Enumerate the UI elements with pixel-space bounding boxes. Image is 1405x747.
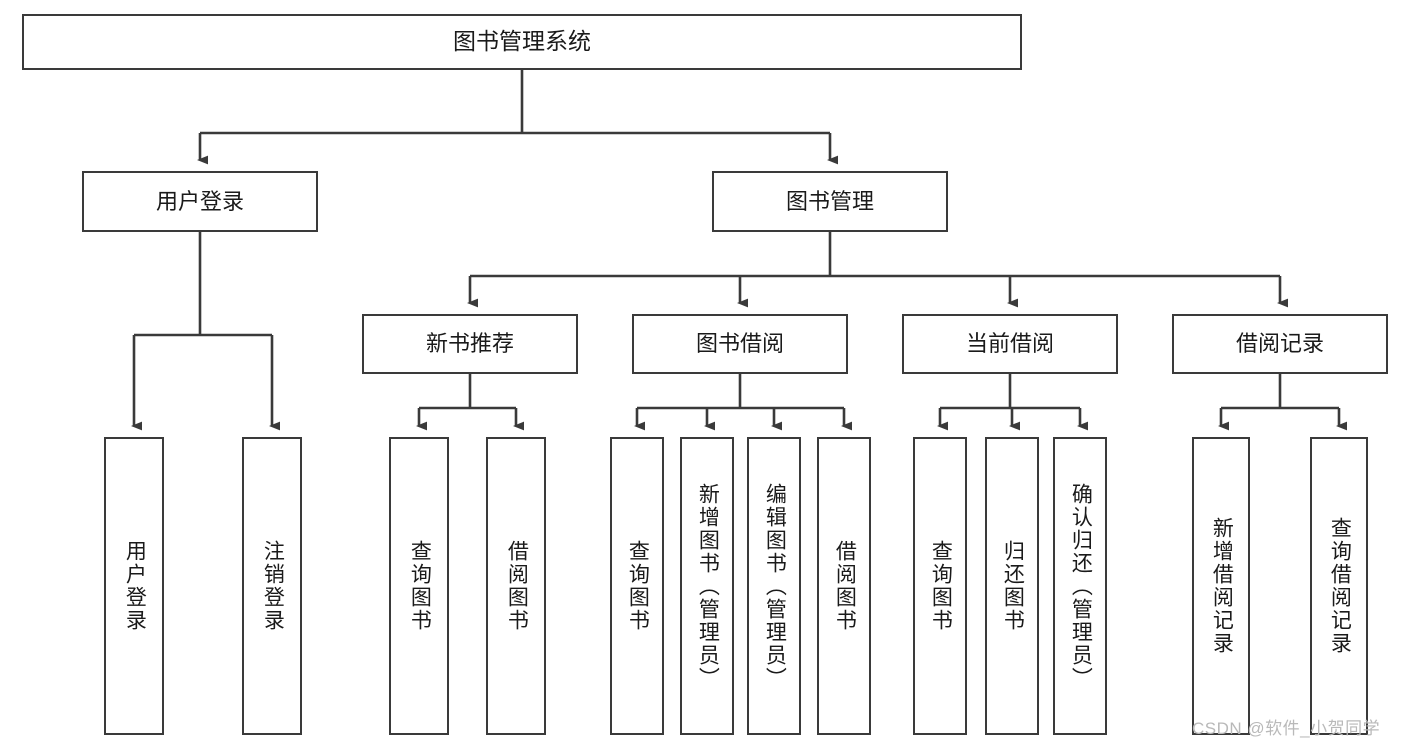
- csdn-watermark: CSDN @软件_小贺同学: [1192, 719, 1381, 738]
- node-leaf-edit-book-admin[interactable]: 编辑图书（管理员）: [747, 437, 801, 735]
- node-book-management-label: 图书管理: [785, 188, 874, 214]
- node-user-login-label: 用户登录: [155, 188, 244, 214]
- node-leaf-rec-query-book[interactable]: 查询图书: [389, 437, 449, 735]
- node-leaf-return-book-label: 归还图书: [1001, 540, 1025, 632]
- node-leaf-add-book-admin[interactable]: 新增图书（管理员）: [680, 437, 734, 735]
- node-leaf-user-login[interactable]: 用户登录: [104, 437, 164, 735]
- node-leaf-cur-query-book-label: 查询图书: [929, 540, 953, 632]
- node-leaf-cur-query-book[interactable]: 查询图书: [913, 437, 967, 735]
- node-leaf-rec-borrow-book-label: 借阅图书: [505, 540, 529, 632]
- node-leaf-borrow-book-label: 借阅图书: [833, 540, 857, 632]
- node-leaf-edit-book-admin-label: 编辑图书（管理员）: [763, 482, 787, 690]
- node-leaf-query-record[interactable]: 查询借阅记录: [1310, 437, 1368, 735]
- node-leaf-borrow-query-book-label: 查询图书: [626, 540, 650, 632]
- node-root-label: 图书管理系统: [453, 28, 591, 55]
- node-leaf-confirm-return[interactable]: 确认归还（管理员）: [1053, 437, 1107, 735]
- node-book-management[interactable]: 图书管理: [712, 171, 948, 232]
- node-leaf-user-logout-label: 注销登录: [261, 540, 285, 632]
- node-leaf-user-logout[interactable]: 注销登录: [242, 437, 302, 735]
- node-leaf-rec-query-book-label: 查询图书: [408, 540, 432, 632]
- node-new-book-recommend[interactable]: 新书推荐: [362, 314, 578, 374]
- node-leaf-user-login-label: 用户登录: [123, 540, 147, 632]
- node-current-borrow-label: 当前借阅: [965, 331, 1054, 357]
- node-borrow-record-label: 借阅记录: [1235, 331, 1324, 357]
- node-new-book-recommend-label: 新书推荐: [425, 331, 514, 357]
- node-leaf-add-record[interactable]: 新增借阅记录: [1192, 437, 1250, 735]
- node-leaf-confirm-return-label: 确认归还（管理员）: [1069, 482, 1093, 690]
- node-current-borrow[interactable]: 当前借阅: [902, 314, 1118, 374]
- node-leaf-query-record-label: 查询借阅记录: [1328, 517, 1352, 655]
- node-borrow-record[interactable]: 借阅记录: [1172, 314, 1388, 374]
- node-leaf-borrow-query-book[interactable]: 查询图书: [610, 437, 664, 735]
- node-book-borrow-label: 图书借阅: [695, 331, 784, 357]
- node-leaf-return-book[interactable]: 归还图书: [985, 437, 1039, 735]
- node-book-borrow[interactable]: 图书借阅: [632, 314, 848, 374]
- node-root[interactable]: 图书管理系统: [22, 14, 1022, 70]
- node-leaf-add-book-admin-label: 新增图书（管理员）: [696, 482, 720, 690]
- node-leaf-add-record-label: 新增借阅记录: [1210, 517, 1234, 655]
- node-leaf-rec-borrow-book[interactable]: 借阅图书: [486, 437, 546, 735]
- node-leaf-borrow-book[interactable]: 借阅图书: [817, 437, 871, 735]
- node-user-login[interactable]: 用户登录: [82, 171, 318, 232]
